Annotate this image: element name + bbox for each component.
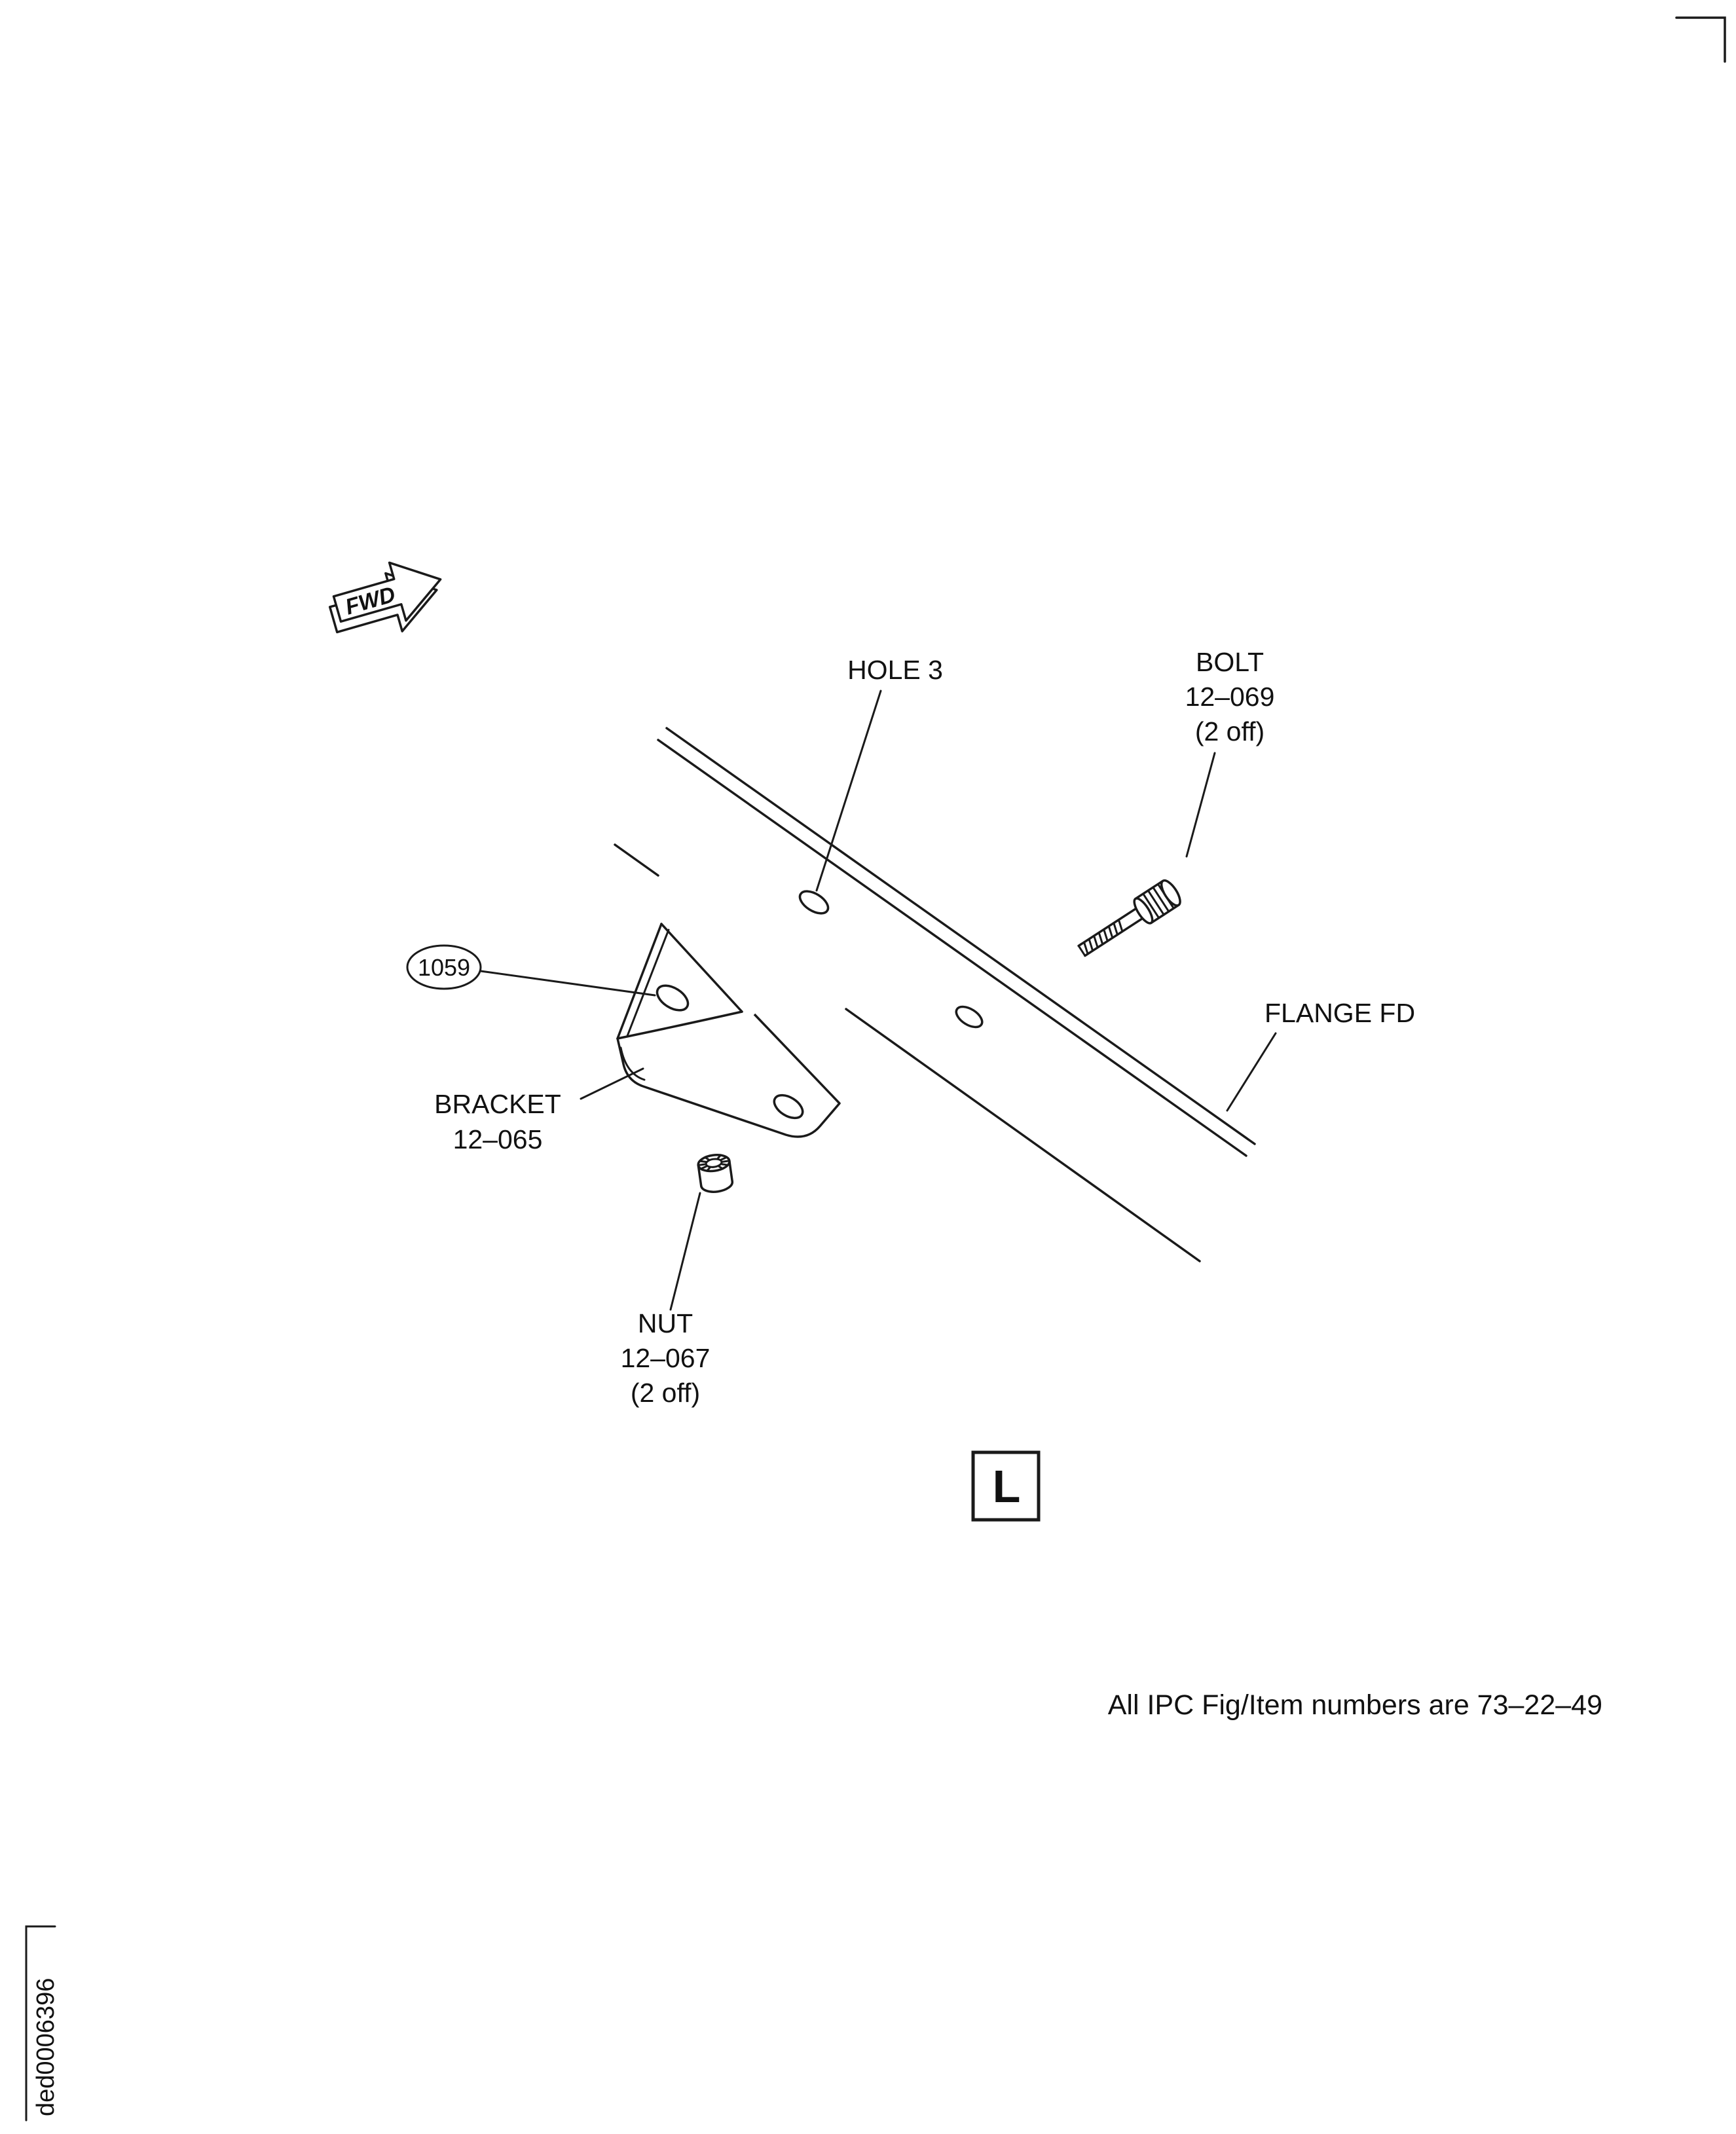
nut-body-right [728, 1160, 734, 1183]
corner-mark [1675, 16, 1726, 63]
bracket-hole-lower [773, 1094, 804, 1120]
doc-number-mark [25, 1925, 56, 2122]
nut-number: 12–067 [621, 1343, 711, 1373]
nut-label: NUT [638, 1308, 693, 1338]
item-callout-balloon [406, 944, 482, 990]
bolt-shank-bottom [1084, 914, 1148, 957]
flange-graphic [614, 727, 1256, 1262]
nut-graphic [697, 1154, 734, 1193]
nut-body-left [697, 1164, 703, 1187]
bracket-graphic [616, 923, 841, 1138]
bolt-number: 12–069 [1185, 682, 1275, 712]
flange-bottom-edge-left [614, 843, 659, 877]
nut-serrations [697, 1154, 731, 1172]
leader-flange [1226, 1032, 1277, 1112]
leader-hole3 [815, 690, 882, 892]
bracket-number: 12–065 [453, 1124, 543, 1154]
nut-body-bottom [699, 1180, 734, 1193]
flange-top-edge-outer [665, 727, 1256, 1145]
leader-nut [669, 1192, 701, 1311]
detail-box: L [971, 1450, 1041, 1522]
bracket-tab-left-edge [616, 923, 663, 1040]
item-callout-number: 1059 [418, 954, 470, 981]
flange-top-edge-inner [657, 739, 1247, 1157]
flange-hole-3 [798, 890, 830, 915]
bracket-fold-line [616, 1010, 743, 1040]
leader-bracket [580, 1067, 644, 1100]
item-callout: 1059 [406, 944, 482, 990]
bolt-tip [1077, 944, 1086, 957]
leader-item-1059 [479, 970, 656, 997]
flange-bottom-edge-right [845, 1008, 1201, 1262]
fwd-arrow: FWD [328, 561, 442, 634]
bracket-tab-thickness [626, 929, 670, 1037]
doc-number-block: ded0006396 [25, 1925, 60, 2122]
bracket-plate [616, 1013, 841, 1138]
footer-note: All IPC Fig/Item numbers are 73–22–49 [1108, 1689, 1602, 1721]
nut-bore [705, 1158, 723, 1168]
detail-box-frame [971, 1450, 1041, 1522]
hole3-label: HOLE 3 [847, 655, 943, 685]
bolt-head-knurl [1142, 883, 1175, 919]
doc-number: ded0006396 [32, 1978, 60, 2116]
bracket-tab-hypotenuse [660, 923, 743, 1013]
bolt-graphic [1077, 879, 1181, 957]
flange-label: FLANGE FD [1265, 998, 1415, 1028]
fwd-arrow-face [332, 561, 442, 623]
bracket-hole-upper [656, 984, 690, 1012]
flange-hole-2 [955, 1005, 984, 1029]
bracket-edge-thickness [619, 1046, 646, 1081]
bolt-threads [1082, 919, 1124, 955]
nut-qty: (2 off) [631, 1378, 700, 1408]
leader-bolt [1185, 752, 1216, 858]
bracket-label: BRACKET [434, 1089, 561, 1119]
detail-letter: L [993, 1461, 1021, 1512]
bolt-label: BOLT [1196, 647, 1264, 677]
bolt-qty: (2 off) [1195, 716, 1265, 746]
leader-lines [479, 690, 1277, 1311]
nut-rim [697, 1154, 731, 1173]
